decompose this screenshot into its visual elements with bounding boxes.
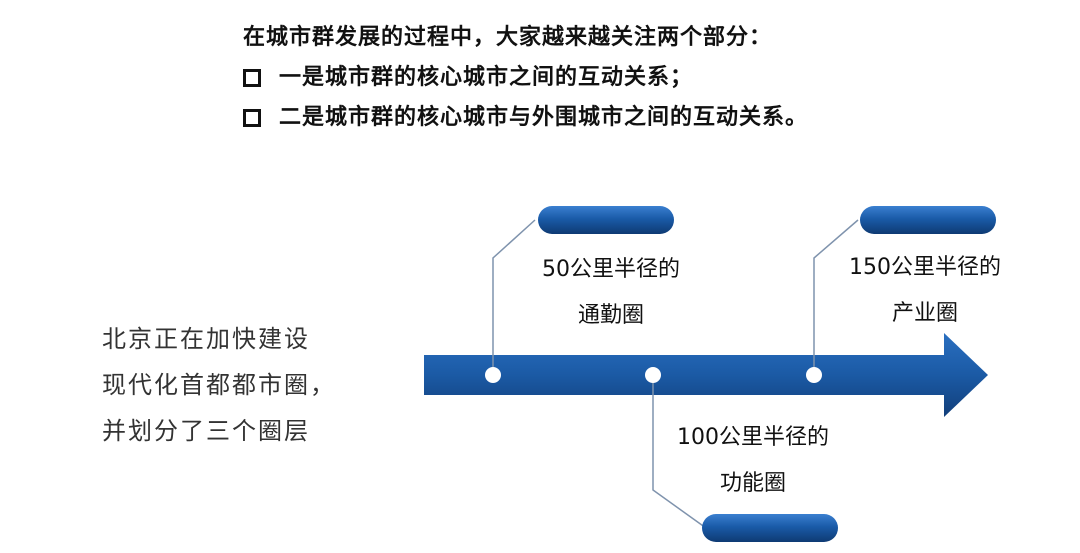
- circle-label-1-line2: 通勤圈: [577, 303, 644, 328]
- timeline-node-3: [806, 367, 822, 383]
- timeline-node-2: [645, 367, 661, 383]
- note-line-3: 并划分了三个圈层: [102, 417, 310, 445]
- timeline-node-1: [485, 367, 501, 383]
- circle-label-2-line2: 功能圈: [719, 471, 786, 496]
- bullet-text-1: 一是城市群的核心城市之间的互动关系；: [279, 65, 694, 90]
- connector-line-1: [492, 219, 536, 375]
- timeline-arrow: [424, 333, 988, 417]
- circle-label-3-line2: 产业圈: [891, 301, 958, 326]
- circle-label-2: 100公里半径的 功能圈: [668, 415, 838, 507]
- circle-pill-1: [538, 206, 674, 234]
- checkbox-icon: [243, 109, 261, 127]
- circle-label-1: 50公里半径的 通勤圈: [538, 247, 684, 339]
- intro-lead: 在城市群发展的过程中，大家越来越关注两个部分：: [243, 25, 773, 50]
- circle-label-3: 150公里半径的 产业圈: [840, 245, 1010, 337]
- bullet-item-2: 二是城市群的核心城市与外围城市之间的互动关系。: [243, 98, 808, 138]
- note-line-1: 北京正在加快建设: [102, 325, 310, 353]
- bullet-item-1: 一是城市群的核心城市之间的互动关系；: [243, 58, 808, 98]
- circle-label-3-line1: 150公里半径的: [849, 255, 1001, 280]
- circle-pill-3: [860, 206, 996, 234]
- circle-label-1-line1: 50公里半径的: [542, 257, 680, 282]
- connector-line-3: [813, 219, 859, 375]
- note-line-2: 现代化首都都市圈，: [102, 371, 336, 399]
- intro-text: 在城市群发展的过程中，大家越来越关注两个部分： 一是城市群的核心城市之间的互动关…: [243, 18, 808, 138]
- checkbox-icon: [243, 69, 261, 87]
- circle-label-2-line1: 100公里半径的: [677, 425, 829, 450]
- connector-line-2: [652, 375, 707, 529]
- circle-pill-2: [702, 514, 838, 542]
- bullet-text-2: 二是城市群的核心城市与外围城市之间的互动关系。: [279, 105, 809, 130]
- beijing-note: 北京正在加快建设 现代化首都都市圈， 并划分了三个圈层: [102, 316, 336, 454]
